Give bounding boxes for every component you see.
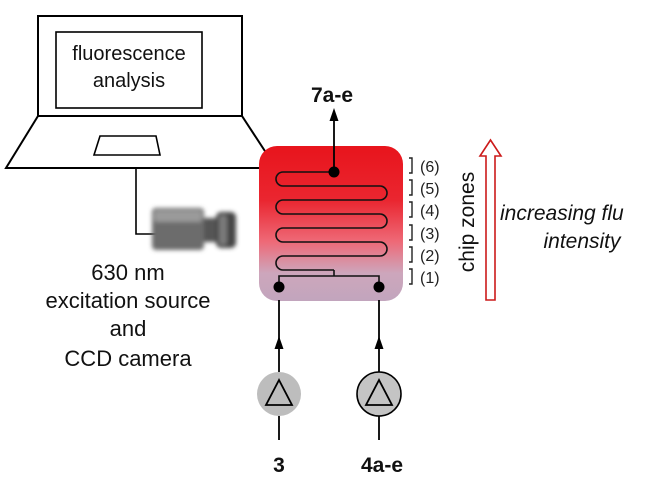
output-arrowhead	[329, 108, 339, 121]
inlet-arrowhead-left	[274, 336, 284, 349]
screen-label-line2: analysis	[93, 70, 165, 92]
zone-label-6: (6)	[420, 159, 440, 176]
laptop-icon: fluorescence analysis	[4, 15, 278, 169]
zone-label-5: (5)	[420, 181, 440, 198]
pump-icon-left	[257, 372, 301, 416]
input-label-left: 3	[273, 454, 285, 477]
intensity-arrow	[478, 138, 503, 301]
ccd-camera-icon	[152, 208, 236, 250]
inlet-port-right	[373, 281, 385, 293]
annotation-line1: increasing flu	[500, 202, 624, 225]
camera-cable	[135, 168, 158, 235]
zone-brackets	[409, 157, 413, 285]
screen-label-line1: fluorescence	[72, 43, 185, 65]
camera-caption-line2: excitation source	[45, 288, 210, 313]
input-label-right: 4a-e	[361, 454, 403, 477]
chip-zones-label: chip zones	[456, 172, 479, 272]
camera-caption-line1: 630 nm	[91, 260, 164, 285]
inlet-arrowhead-right	[374, 336, 384, 349]
output-label: 7a-e	[311, 84, 353, 107]
zone-label-2: (2)	[420, 248, 440, 265]
zone-label-4: (4)	[420, 203, 440, 220]
laptop-screen-inner	[55, 31, 203, 109]
inlet-port-left	[273, 281, 285, 293]
zone-label-1: (1)	[420, 270, 440, 287]
outlet-port	[328, 166, 340, 178]
pump-icon-right	[356, 371, 402, 417]
annotation-line2: intensity	[543, 230, 622, 253]
laptop-trackpad	[92, 135, 161, 156]
microfluidic-chip	[259, 146, 403, 301]
zone-label-3: (3)	[420, 226, 440, 243]
serpentine-channel	[275, 171, 388, 271]
camera-caption-line3: and	[110, 316, 147, 341]
camera-caption-line4: CCD camera	[64, 346, 192, 371]
